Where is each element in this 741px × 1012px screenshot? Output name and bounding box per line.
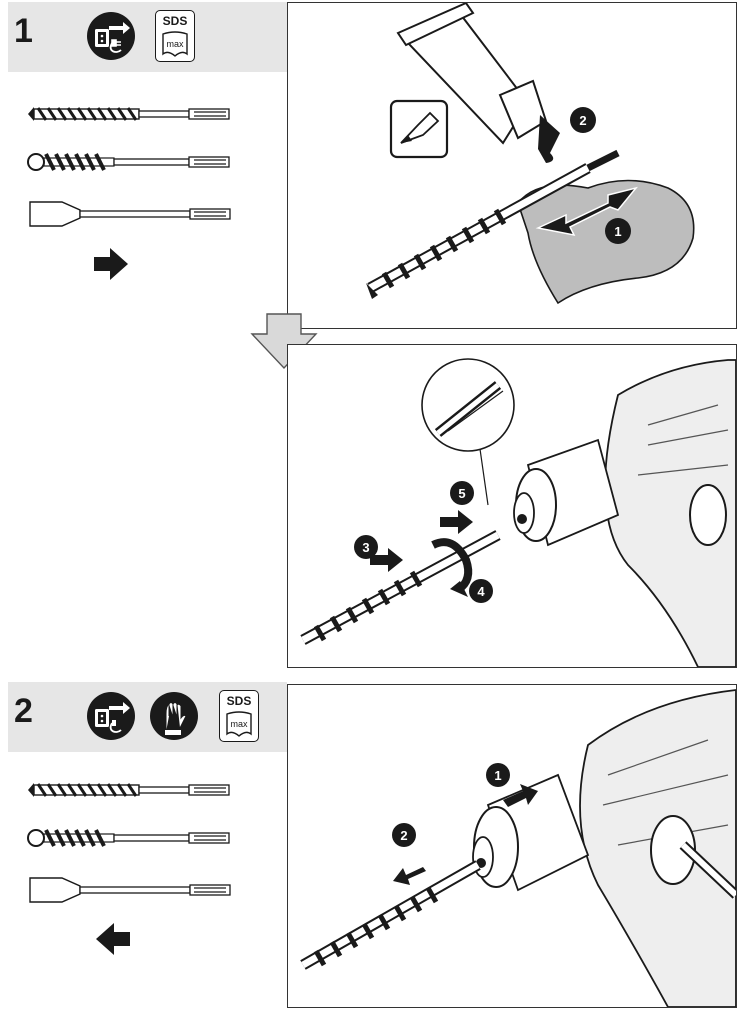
callout-5-badge: 5: [450, 481, 474, 505]
sds-sublabel: max: [230, 719, 248, 729]
insert-bit-illustration: 3 4 5: [300, 358, 737, 668]
svg-text:4: 4: [477, 584, 485, 599]
flat-chisel-icon: [29, 877, 231, 903]
unplug-icon: [87, 12, 135, 60]
callout-4-badge: 4: [469, 579, 493, 603]
svg-text:2: 2: [400, 828, 407, 843]
gloves-icon: [150, 692, 198, 740]
callout-2-badge: 2: [570, 107, 596, 133]
sds-max-icon: SDS max: [155, 10, 195, 62]
remove-direction-arrow-icon: [96, 923, 130, 955]
hammer-drill-bit-icon: [28, 107, 230, 121]
panel-remove-bit: 1 2: [287, 684, 740, 1008]
svg-text:1: 1: [614, 224, 621, 239]
flat-chisel-icon: [29, 201, 231, 227]
step-2-bit-list: [27, 783, 231, 903]
panel-clean-and-grease: 1 2: [287, 1, 737, 329]
panel-insert-bit: 3 4 5: [287, 344, 737, 668]
hammer-drill-bit-icon: [28, 783, 230, 797]
callout-1-badge: 1: [486, 763, 510, 787]
step-1-header-band: [8, 2, 287, 72]
svg-text:5: 5: [458, 486, 465, 501]
unplug-icon: [87, 692, 135, 740]
remove-bit-illustration: 1 2: [300, 688, 740, 1008]
callout-2-badge: 2: [392, 823, 416, 847]
svg-text:2: 2: [579, 113, 586, 128]
sds-label: SDS: [226, 694, 252, 708]
sds-shank-outline-icon: [226, 711, 252, 737]
insert-direction-arrow-icon: [94, 248, 128, 280]
svg-text:3: 3: [362, 540, 369, 555]
sds-label: SDS: [162, 14, 188, 28]
callout-1-badge: 1: [605, 218, 631, 244]
step-2-number: 2: [14, 692, 33, 730]
step-1-number: 1: [14, 12, 33, 50]
breaker-drill-bit-icon: [27, 829, 230, 847]
svg-text:1: 1: [494, 768, 501, 783]
step-1-bit-list: [27, 107, 231, 227]
sds-sublabel: max: [166, 39, 184, 49]
callout-3-badge: 3: [354, 535, 378, 559]
sds-max-icon: SDS max: [219, 690, 259, 742]
clean-and-grease-illustration: 1 2: [366, 1, 695, 305]
breaker-drill-bit-icon: [27, 153, 230, 171]
sds-shank-outline-icon: [162, 31, 188, 57]
